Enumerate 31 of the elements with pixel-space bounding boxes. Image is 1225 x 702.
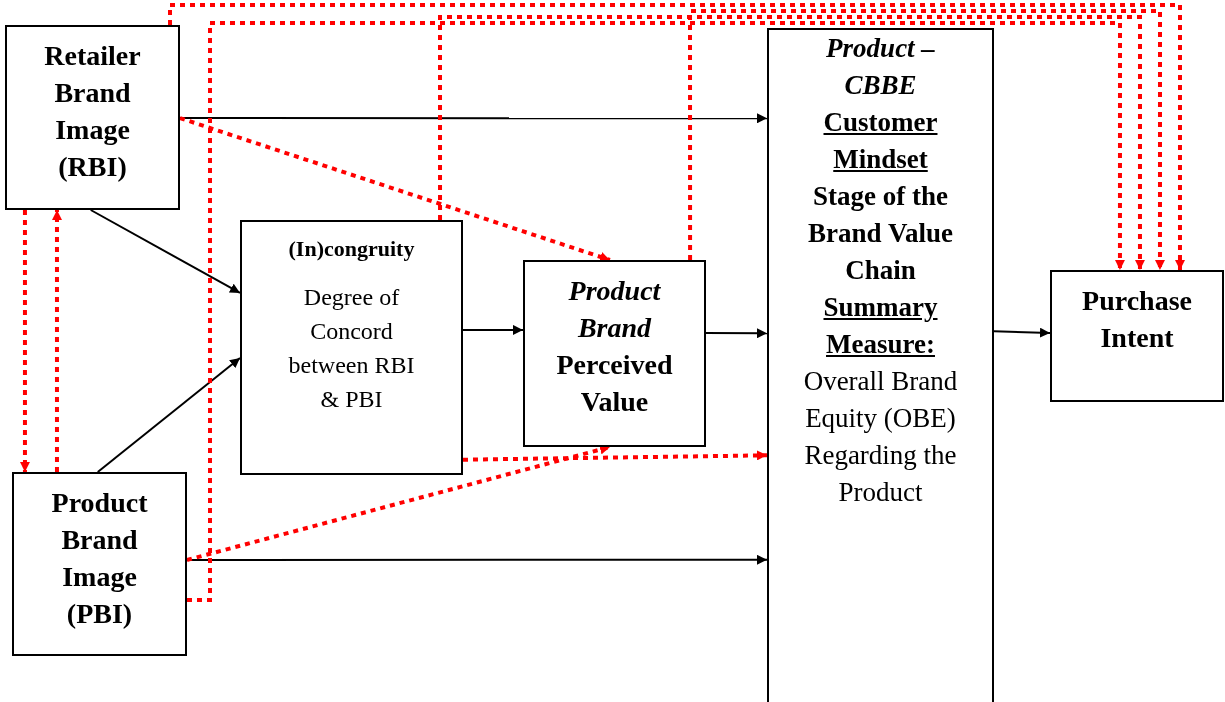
box (523, 260, 706, 447)
box (12, 472, 187, 656)
box-heading: Product Brand Image (PBI) (50, 486, 149, 631)
arrow (52, 210, 62, 472)
box (767, 28, 994, 702)
box (240, 220, 463, 475)
box-heading: (In)congruity (288, 235, 415, 263)
arrow (19, 210, 30, 472)
box-text: Customer Mindset (822, 106, 939, 176)
box-text: Stage of the Brand Value Chain (807, 180, 954, 287)
box (1050, 270, 1224, 402)
arrow (186, 444, 611, 562)
arrow (179, 116, 611, 262)
arrow (168, 3, 1185, 270)
box-heading: Purchase Intent (1081, 284, 1193, 355)
arrow (462, 450, 768, 462)
arrow (462, 324, 524, 335)
box-text: Degree of Concord between RBI & PBI (287, 283, 416, 414)
arrow (96, 356, 241, 473)
box-heading: Product – CBBE (825, 32, 936, 102)
arrow (89, 209, 241, 294)
arrow (993, 327, 1051, 338)
arrow (705, 328, 768, 339)
arrow (688, 9, 1165, 270)
arrow (187, 21, 1125, 603)
box (5, 25, 180, 210)
arrow (438, 15, 1145, 270)
box-text: Summary Measure: (822, 291, 939, 361)
box-heading: Retailer Brand Image (RBI) (43, 39, 142, 184)
box-text: Overall Brand Equity (OBE) Regarding the Product (802, 365, 959, 509)
box-heading: Product Brand Perceived Value (555, 274, 674, 419)
